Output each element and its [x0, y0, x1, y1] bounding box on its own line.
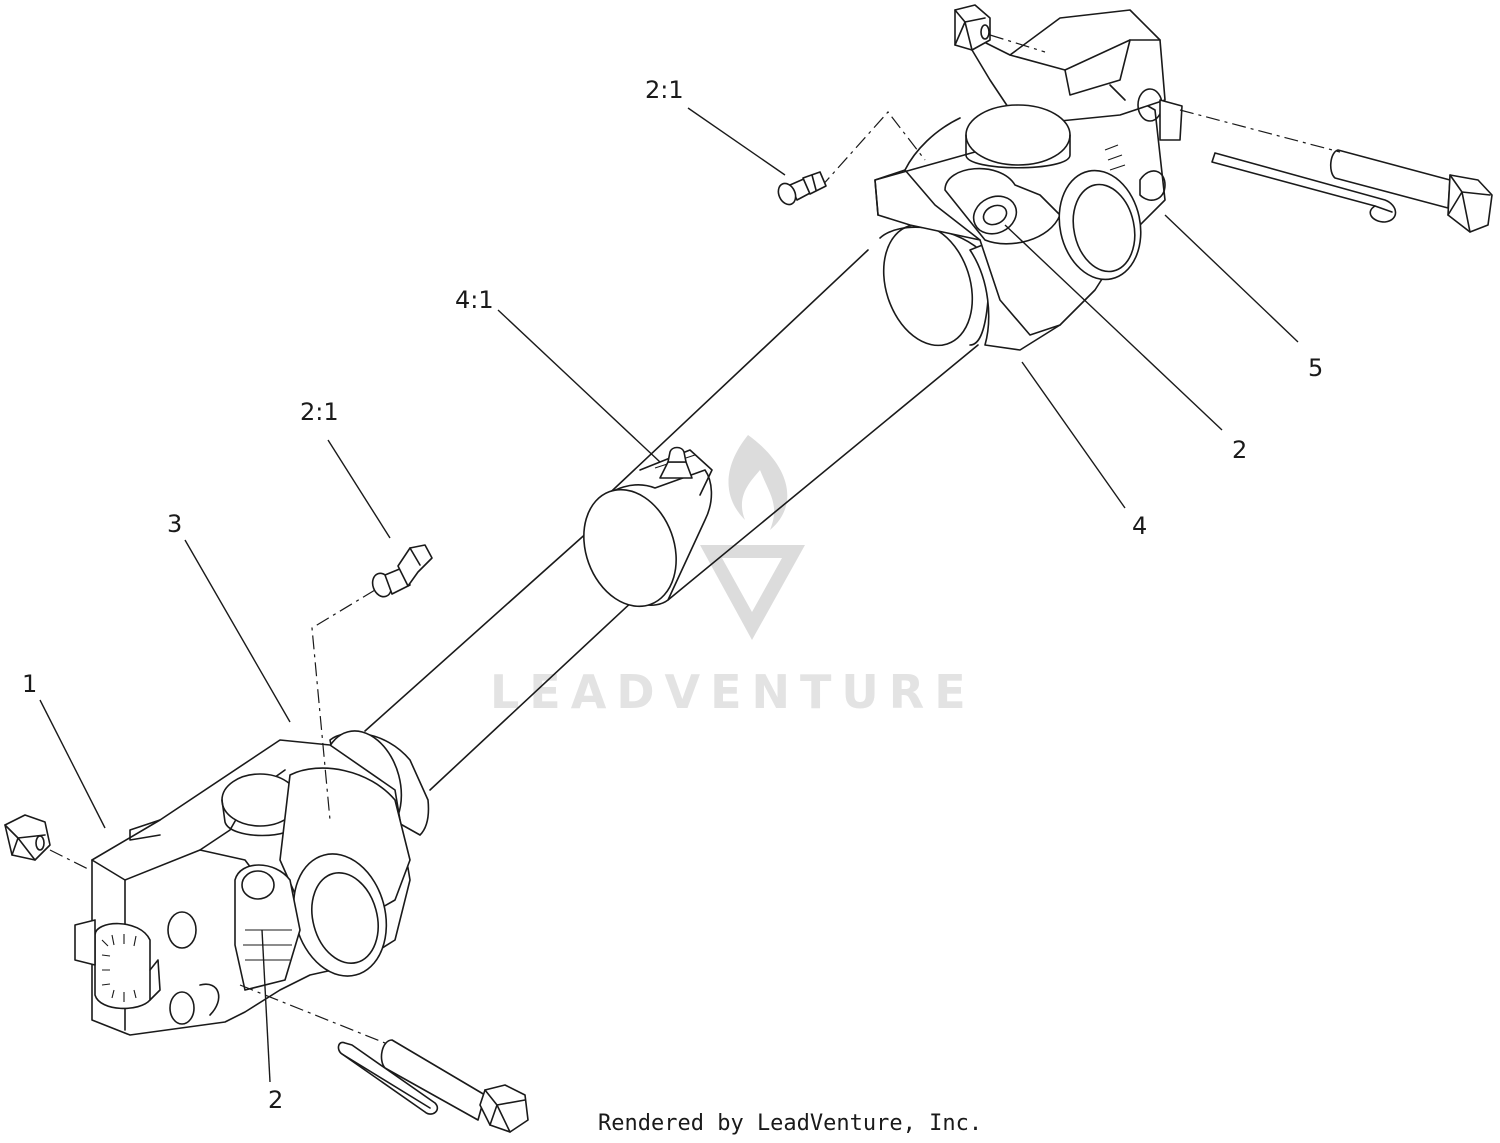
upper-nut [954, 4, 991, 51]
upper-cotter-pin [1211, 152, 1397, 223]
callout-1: 1 [22, 670, 37, 698]
lower-fitting-centerline [311, 589, 376, 821]
upper-bolt-centerline [1179, 109, 1341, 153]
callout-3: 3 [167, 510, 182, 538]
lower-u-joint [74, 730, 430, 1036]
outer-tube [597, 249, 979, 601]
rendered-by-credit: Rendered by LeadVenture, Inc. [598, 1111, 982, 1136]
tube-collar [583, 449, 713, 608]
grease-fitting-4-1 [659, 446, 693, 479]
lower-bolt [380, 1039, 529, 1133]
leader-lines [39, 107, 1299, 1083]
lower-nut [4, 814, 51, 861]
flame-logo-icon [728, 435, 788, 530]
watermark-text: LEADVENTURE [490, 665, 976, 719]
lower-cotter-pin [337, 1041, 439, 1115]
callout-4-1: 4:1 [455, 286, 494, 314]
callout-2-1-left: 2:1 [300, 398, 339, 426]
inner-tube [364, 529, 651, 791]
lower-nut-centerline [49, 849, 91, 871]
upper-bolt [1329, 149, 1493, 233]
upper-nut-centerline [989, 34, 1046, 53]
callout-2-lower: 2 [268, 1086, 283, 1114]
callout-2-upper: 2 [1232, 436, 1247, 464]
grease-fitting-2-1-upper [777, 171, 827, 206]
grease-fitting-2-1-lower [371, 544, 433, 598]
upper-u-joint [874, 9, 1183, 351]
v-logo-icon [700, 545, 805, 640]
callout-2-1-top: 2:1 [645, 76, 684, 104]
callout-4: 4 [1132, 512, 1147, 540]
callout-5: 5 [1308, 354, 1323, 382]
upper-fitting-centerline [819, 111, 926, 189]
leadventure-watermark: LEADVENTURE [490, 435, 976, 719]
